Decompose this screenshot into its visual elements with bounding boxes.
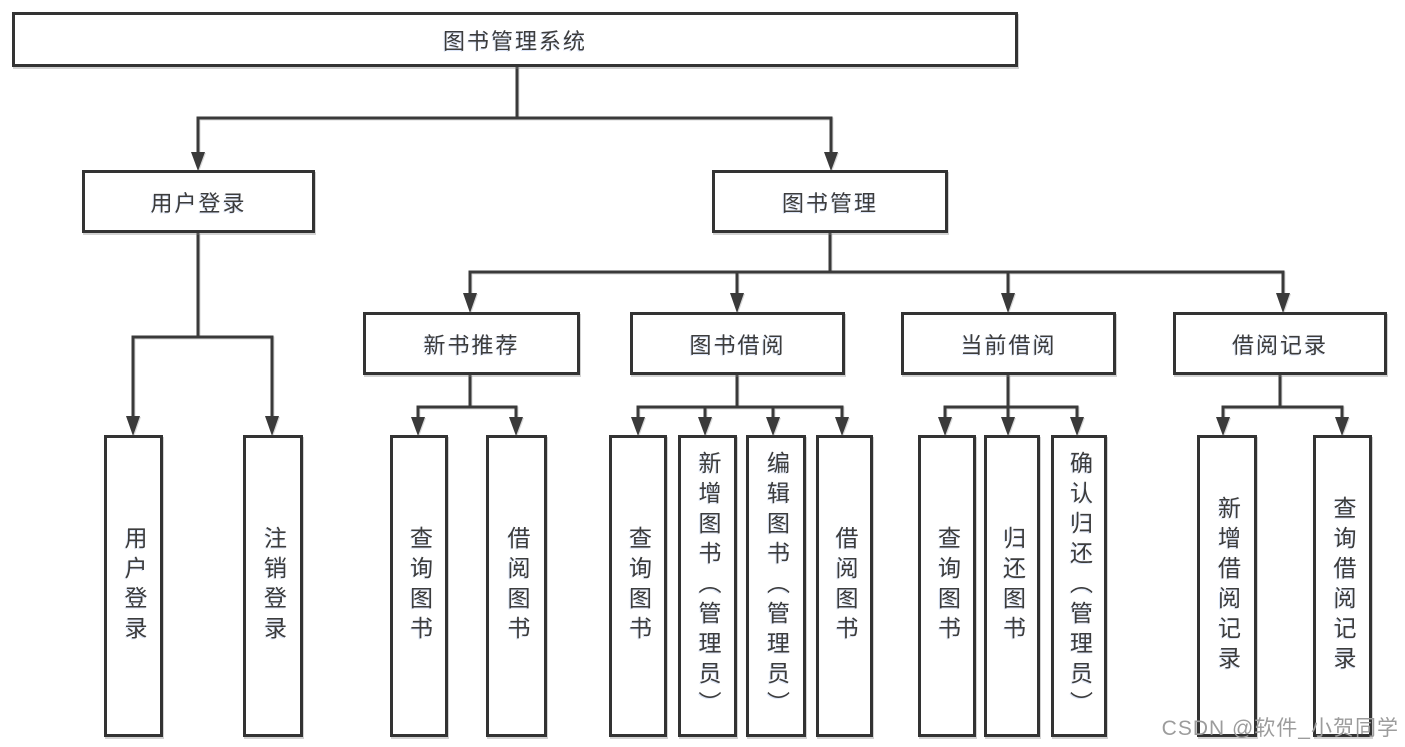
node-label: 查询图书 <box>934 526 961 646</box>
arrowhead-down-icon <box>631 417 645 436</box>
arrowhead-down-icon <box>1001 293 1015 313</box>
arrowhead-down-icon <box>1070 417 1084 436</box>
node-new-book-recommendation: 新书推荐 <box>363 312 580 375</box>
leaf-confirm-return-admin: 确认归还（管理员） <box>1051 435 1107 737</box>
arrowhead-down-icon <box>411 417 425 436</box>
node-label: 图书借阅 <box>689 332 786 358</box>
node-label: 用户登录 <box>150 190 247 216</box>
connector-line <box>416 375 518 423</box>
node-library-system: 图书管理系统 <box>12 12 1018 67</box>
leaf-query-borrow-record: 查询借阅记录 <box>1313 435 1372 737</box>
node-label: 注销登录 <box>260 526 287 646</box>
arrowhead-down-icon <box>698 417 712 436</box>
node-book-management: 图书管理 <box>712 170 948 233</box>
leaf-borrow-books-borrowing: 借阅图书 <box>816 435 873 737</box>
connector-new-book-children <box>411 375 523 436</box>
arrowhead-down-icon <box>509 417 523 436</box>
node-label: 借阅记录 <box>1231 332 1328 358</box>
connector-user-login-children <box>126 233 279 436</box>
leaf-add-borrow-record: 新增借阅记录 <box>1197 435 1257 737</box>
leaf-query-books-current: 查询图书 <box>918 435 976 737</box>
node-label: 新书推荐 <box>423 332 520 358</box>
connector-current-borrowing-children <box>938 375 1084 436</box>
node-label: 当前借阅 <box>960 332 1057 358</box>
arrowhead-down-icon <box>1001 417 1015 436</box>
node-label: 查询图书 <box>625 526 652 646</box>
node-label: 新增借阅记录 <box>1214 496 1241 676</box>
node-label: 借阅图书 <box>504 526 530 646</box>
node-label: 借阅图书 <box>832 526 858 646</box>
connector-line <box>468 233 1285 300</box>
connector-line <box>636 375 844 423</box>
leaf-add-books-admin: 新增图书（管理员） <box>678 435 737 737</box>
leaf-user-login: 用户登录 <box>104 435 163 737</box>
node-label: 确认归还（管理员） <box>1066 451 1093 721</box>
arrowhead-down-icon <box>463 293 477 313</box>
leaf-borrow-books-recommend: 借阅图书 <box>486 435 547 737</box>
arrowhead-down-icon <box>1276 293 1290 313</box>
node-label: 查询图书 <box>406 526 433 646</box>
node-label: 查询借阅记录 <box>1330 496 1356 676</box>
arrowhead-down-icon <box>824 152 838 171</box>
connector-line <box>943 375 1079 423</box>
arrowhead-down-icon <box>730 293 744 313</box>
connector-book-management-children <box>463 233 1290 313</box>
watermark: CSDN @软件_小贺同学 <box>1161 717 1399 740</box>
node-label: 图书管理系统 <box>442 28 587 54</box>
node-current-borrowing: 当前借阅 <box>901 312 1116 375</box>
node-user-login: 用户登录 <box>82 170 315 233</box>
connector-line <box>196 66 833 158</box>
node-borrowing-records: 借阅记录 <box>1173 312 1387 375</box>
connector-root-to-level2 <box>191 66 838 171</box>
connector-borrowing-records-children <box>1216 375 1349 436</box>
leaf-return-books: 归还图书 <box>984 435 1040 737</box>
node-label: 用户登录 <box>121 526 147 646</box>
leaf-query-books-borrowing: 查询图书 <box>609 435 667 737</box>
node-label: 编辑图书（管理员） <box>763 451 790 721</box>
node-label: 归还图书 <box>999 526 1026 646</box>
arrowhead-down-icon <box>1335 417 1349 436</box>
leaf-query-books-recommend: 查询图书 <box>390 435 448 737</box>
leaf-edit-books-admin: 编辑图书（管理员） <box>746 435 806 737</box>
connector-line <box>1221 375 1344 423</box>
arrowhead-down-icon <box>835 417 849 436</box>
arrowhead-down-icon <box>766 417 780 436</box>
arrowhead-down-icon <box>191 152 205 171</box>
leaf-logout: 注销登录 <box>243 435 303 737</box>
arrowhead-down-icon <box>126 416 140 436</box>
arrowhead-down-icon <box>265 416 279 436</box>
node-label: 图书管理 <box>781 190 878 216</box>
node-label: 新增图书（管理员） <box>695 451 721 721</box>
arrowhead-down-icon <box>1216 417 1230 436</box>
arrowhead-down-icon <box>938 417 952 436</box>
node-book-borrowing: 图书借阅 <box>630 312 845 375</box>
connector-book-borrowing-children <box>631 375 849 436</box>
connector-line <box>131 233 274 422</box>
